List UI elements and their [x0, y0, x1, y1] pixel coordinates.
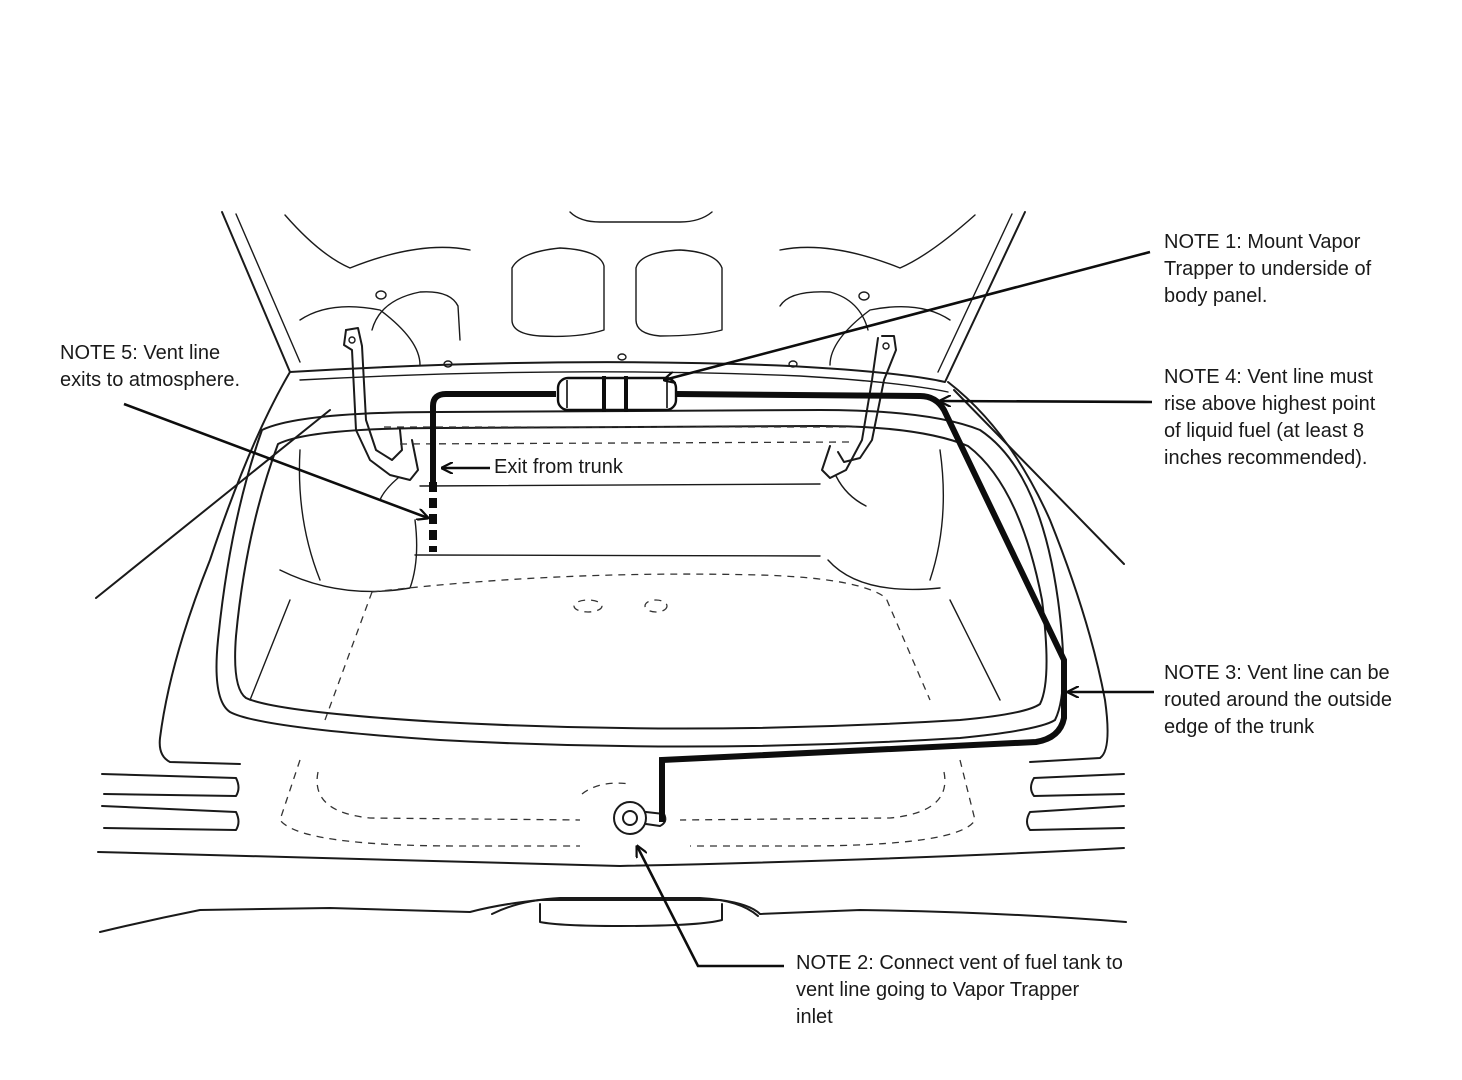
note1-arrow [664, 250, 1151, 380]
leader-arrows [123, 250, 1154, 968]
note2-arrow [637, 846, 784, 968]
vapor-trapper-canister [556, 376, 678, 412]
note-1-label: NOTE 1: Mount Vapor Trapper to underside… [1164, 229, 1371, 310]
note-2-line-3: inlet [796, 1006, 833, 1028]
exit-from-trunk-label: Exit from trunk [494, 454, 623, 481]
hinge-struts [343, 327, 897, 507]
trunk-body [158, 371, 1109, 847]
vent-line [429, 391, 1067, 822]
note-4-line-1: NOTE 4: Vent line must [1164, 366, 1373, 388]
note-1-line-3: body panel. [1164, 285, 1268, 307]
note5-arrow [123, 402, 428, 518]
hatch-lid [221, 211, 1026, 393]
note-3-line-3: edge of the trunk [1164, 716, 1315, 738]
note-5-line-1: NOTE 5: Vent line [60, 342, 221, 364]
note4-arrow [940, 401, 1153, 402]
note-5-label: NOTE 5: Vent line exits to atmosphere. [60, 340, 240, 394]
note-1-line-2: Trapper to underside of [1164, 258, 1372, 280]
rear-bumper [97, 773, 1127, 933]
note-2-line-1: NOTE 2: Connect vent of fuel tank to [796, 952, 1123, 974]
note-4-line-2: rise above highest point [1164, 393, 1376, 415]
note-1-line-1: NOTE 1: Mount Vapor [1164, 231, 1361, 253]
note-2-label: NOTE 2: Connect vent of fuel tank to ven… [796, 950, 1123, 1031]
perspective-lines [95, 389, 1125, 599]
note-4-label: NOTE 4: Vent line must rise above highes… [1164, 364, 1375, 472]
note-3-line-2: routed around the outside [1164, 689, 1392, 711]
note-3-label: NOTE 3: Vent line can be routed around t… [1164, 660, 1392, 741]
note-3-line-1: NOTE 3: Vent line can be [1164, 662, 1390, 684]
note-2-line-2: vent line going to Vapor Trapper [796, 979, 1080, 1001]
note-4-line-3: of liquid fuel (at least 8 [1164, 420, 1365, 442]
exit-from-trunk-text: Exit from trunk [494, 456, 623, 478]
note-4-line-4: inches recommended). [1164, 447, 1368, 469]
tank-vent-fitting [613, 801, 667, 835]
note-5-line-2: exits to atmosphere. [60, 369, 241, 391]
